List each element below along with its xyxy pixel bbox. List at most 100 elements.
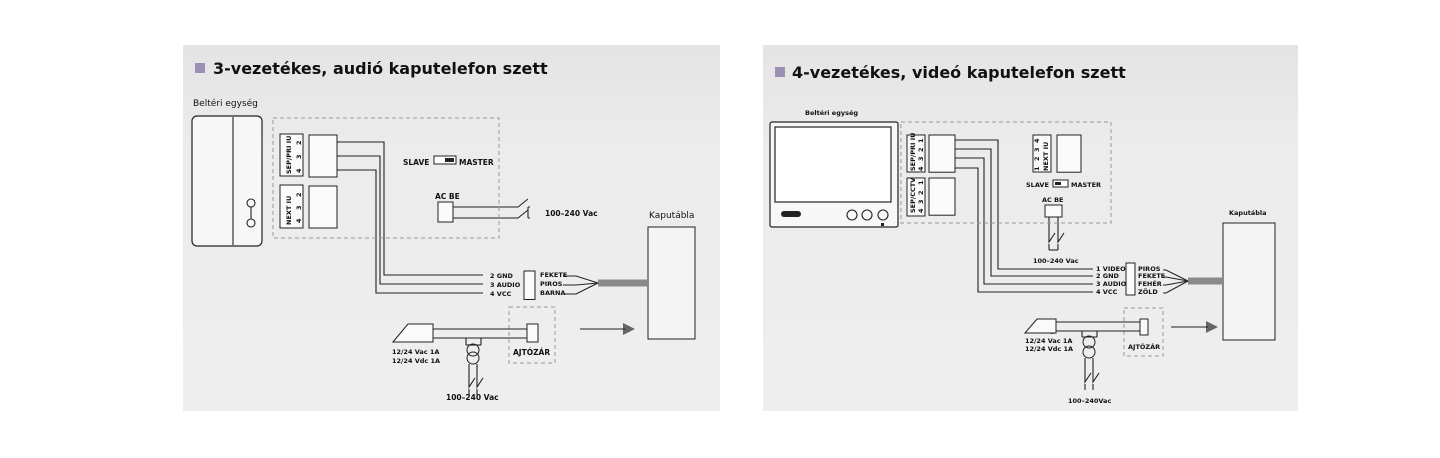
power-terminal [437,201,454,223]
wire-color-label: PIROS [1138,265,1161,273]
wire-vcc [337,169,483,294]
arrow-head-icon [623,323,635,335]
block-label: NEXT IU [1042,142,1050,171]
wire-color-label: FEKETE [1138,272,1165,280]
master-label: MASTER [459,158,494,167]
wire-terminal-label: 1 VIDEO [1096,265,1126,273]
wire-transformer [1084,358,1094,370]
video-wiring-svg: 4-vezetékes, videó kaputelefon szett Bel… [769,63,1276,405]
wire-audio [955,157,1093,285]
pin-number: 1 [1033,166,1041,171]
transformer-mains-label: 100–240 Vac [446,393,499,402]
indoor-unit-terminal-area [272,117,500,239]
sep-pri-iu-label-block: SEP/PRI IU 4 3 2 [285,136,303,174]
wire-color-label: FEHÉR [1138,279,1162,288]
door-lock-area [1123,307,1164,357]
lock-supply-label: 12/24 Vac 1A [1025,337,1072,345]
mains-switch-icon [1057,230,1065,250]
slave-master-switch[interactable] [1052,179,1069,188]
door-panel-label: Kaputábla [1229,209,1266,217]
wire-fan [1163,276,1189,282]
wire-lock [428,328,527,339]
mains-switch-icon [1048,230,1056,250]
pin-number: 1 [917,138,925,143]
audio-kit-diagram: 3-vezetékes, audió kaputelefon szett Bel… [183,45,720,411]
indoor-unit-label: Beltéri egység [805,109,858,117]
pin-number: 3 [295,205,303,210]
slave-label: SLAVE [403,158,429,167]
pin-number: 3 [1033,147,1041,152]
wire-gnd [955,148,1093,277]
lock-supply-icon [391,323,434,343]
sep-pri-iu-label-frame [906,134,926,173]
transformer-icon [1082,335,1096,349]
wire-gnd [337,141,483,276]
pin-number: 2 [917,147,925,152]
video-kit-diagram: 4-vezetékes, videó kaputelefon szett Bel… [763,45,1298,411]
wire-transformer [465,338,482,345]
door-lock-area [508,306,556,364]
next-iu-terminal [1056,134,1082,173]
block-label: NEXT IU [285,196,293,225]
wire-fan [563,282,599,295]
wire-terminal-label: 2 GND [490,272,514,280]
title-square-icon [775,67,785,77]
wire-fan [563,275,599,284]
wire-terminal-label: 3 AUDIO [490,281,521,289]
mains-switch-icon [508,209,530,219]
mains-label: 100–240 Vac [545,209,598,218]
audio-wiring-svg: 3-vezetékes, audió kaputelefon szett Bel… [191,59,696,402]
slave-master-switch[interactable] [433,155,457,165]
lock-supply-label: 12/24 Vac 1A [392,348,439,356]
wire-terminal-label: 2 GND [1096,272,1120,280]
wire-color-label: FEKETE [540,271,567,279]
pin-number: 4 [917,166,925,171]
wire-terminal-label: 3 AUDIO [1096,280,1127,288]
power-terminal [1044,204,1063,218]
next-iu-label-block: NEXT IU 4 3 2 [285,192,303,225]
block-label: SEP/CCTV [909,178,917,213]
arrow-head-icon [1206,321,1218,333]
door-lock-label: AJTÓZÁR [1128,342,1160,351]
wire-terminal-label: 4 VCC [1096,288,1118,296]
wire-fan [1163,269,1189,282]
pin-number: 4 [295,168,303,173]
wire-lock [1054,321,1140,332]
transformer-mains-label: 100–240Vac [1068,397,1111,405]
power-terminal-label: AC BE [1042,196,1063,204]
mains-switch-icon [508,198,530,208]
wire-audio [337,155,483,285]
pin-number: 2 [1033,156,1041,161]
pin-number: 2 [295,192,303,197]
next-iu-label-frame [279,184,304,229]
pin-number: 2 [917,190,925,195]
pin-number: 1 [917,180,925,185]
wire-vcc [955,167,1093,293]
block-label: SEP/PRI IU [909,133,917,171]
sep-pri-iu-terminal [928,134,956,173]
wire-fan [563,282,599,286]
lock-supply-icon [1023,318,1057,334]
pin-number: 4 [917,208,925,213]
next-iu-label-block: 1 2 3 4 NEXT IU [1033,138,1050,171]
door-panel-icon [647,226,696,340]
mains-switch-icon [1092,370,1100,390]
master-label: MASTER [1071,181,1101,189]
pin-number: 3 [917,156,925,161]
wire-color-label: BARNA [540,289,565,297]
wire-color-label: ZÖLD [1138,287,1158,296]
sep-cctv-label-frame [906,177,926,217]
power-terminal-label: AC BE [435,192,460,201]
door-lock-terminal [1139,318,1149,336]
pin-number: 4 [1033,138,1041,143]
mains-switch-icon [1084,370,1092,390]
wire-fan [1163,280,1189,294]
wire-terminal-label: 4 VCC [490,290,512,298]
transformer-icon [466,351,480,365]
mains-switch-icon [468,375,476,395]
mains-switch-icon [476,375,484,395]
door-panel-label: Kaputábla [649,211,694,221]
sep-cctv-label-block: SEP/CCTV 4 3 2 1 [909,178,925,213]
wire-transformer [468,364,478,375]
wire-fan [1163,280,1189,286]
